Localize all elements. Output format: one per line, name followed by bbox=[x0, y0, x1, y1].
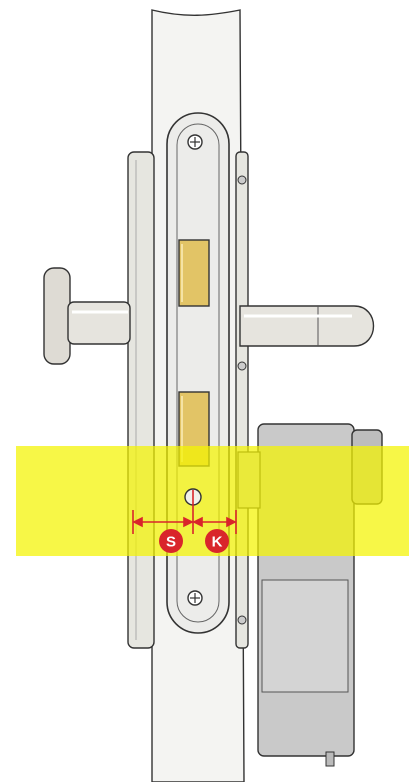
side-screw-icon bbox=[237, 175, 247, 185]
latch-bolt bbox=[178, 239, 210, 307]
left-door-handle-icon bbox=[43, 267, 131, 365]
side-screw-icon bbox=[237, 615, 247, 625]
top-screw-icon bbox=[187, 134, 203, 150]
side-screw-icon bbox=[237, 361, 247, 371]
marker-s: S bbox=[159, 529, 183, 553]
dimension-lines bbox=[132, 510, 237, 534]
right-escutcheon-plate bbox=[235, 151, 249, 649]
right-door-handle-icon bbox=[239, 305, 375, 347]
marker-k: K bbox=[205, 529, 229, 553]
marker-s-label: S bbox=[166, 534, 176, 551]
bottom-screw-icon bbox=[187, 590, 203, 606]
left-escutcheon-plate bbox=[127, 151, 155, 649]
marker-k-label: K bbox=[212, 534, 223, 551]
